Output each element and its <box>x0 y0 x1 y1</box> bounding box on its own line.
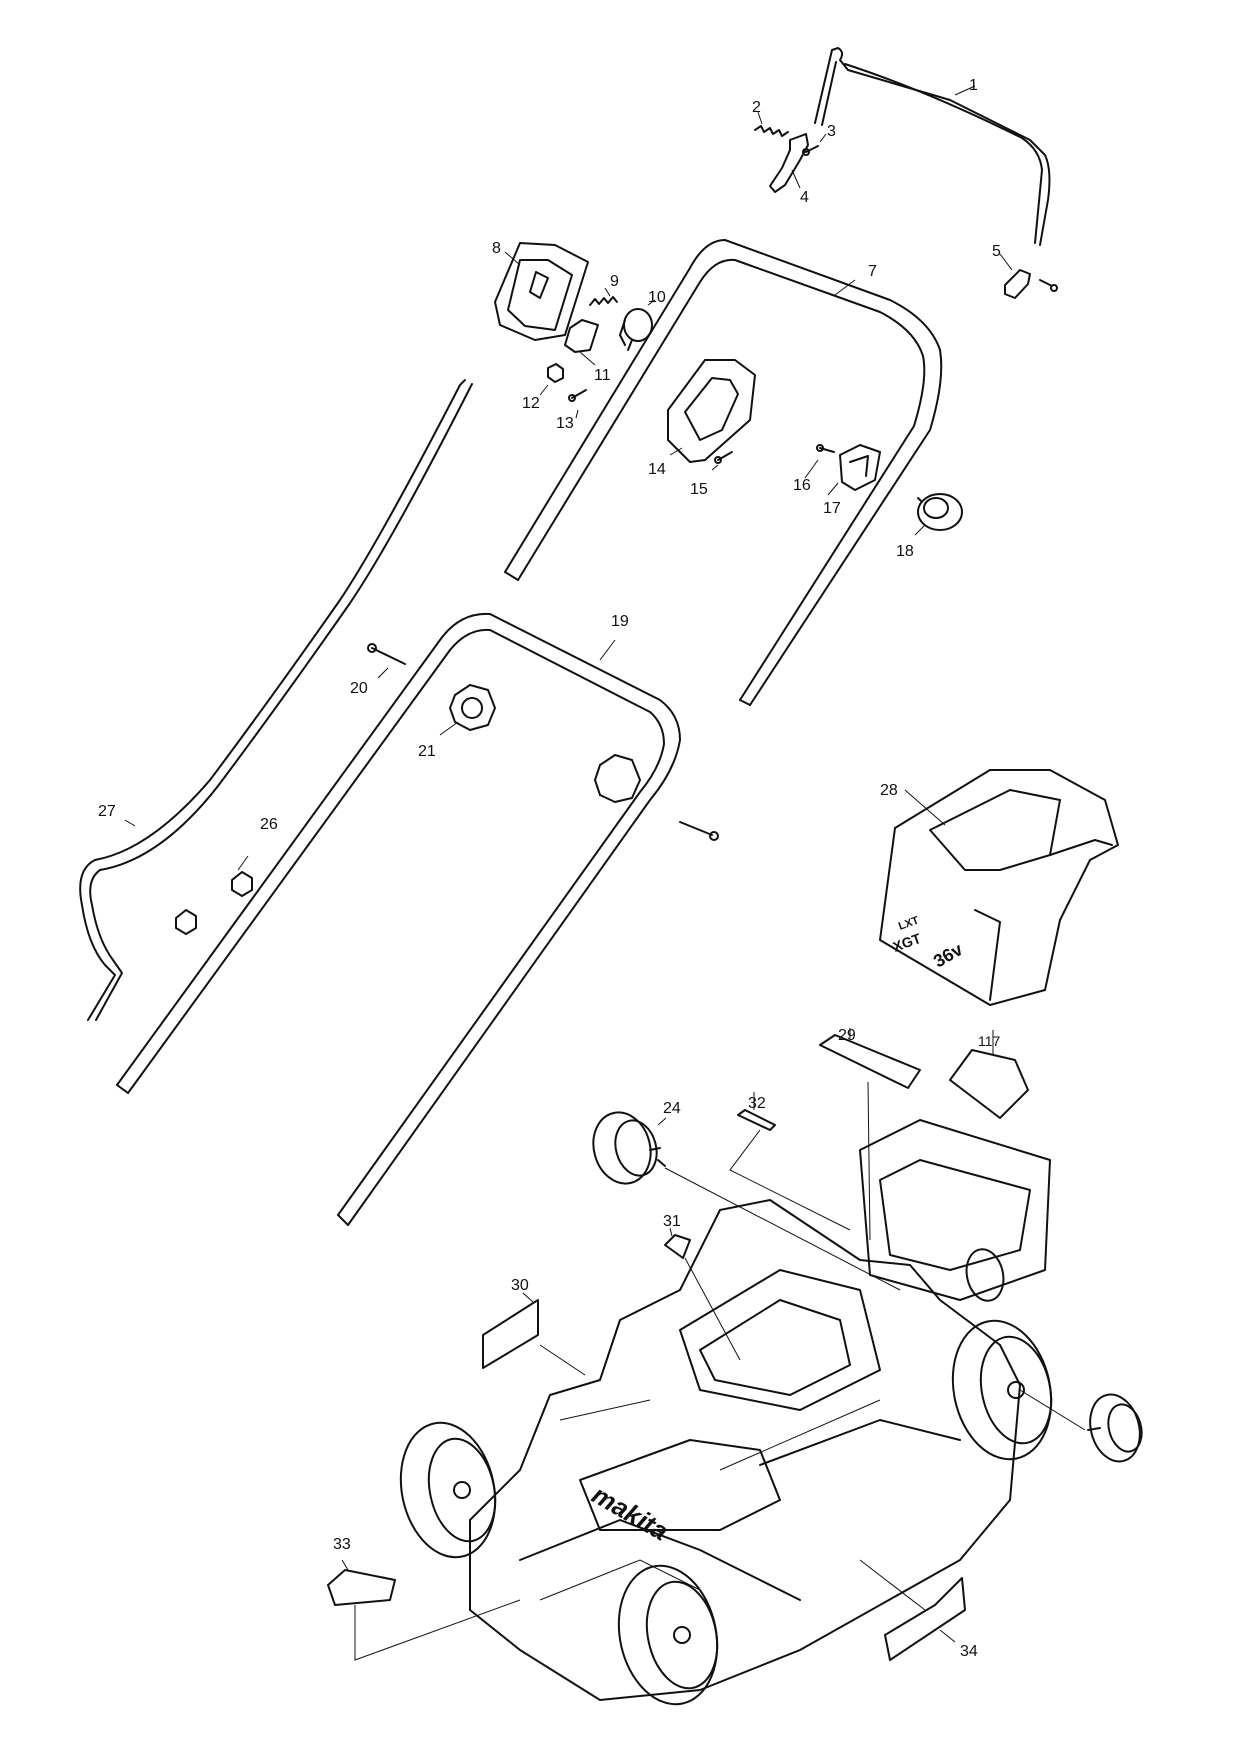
part-5-clip <box>999 253 1058 299</box>
part-17-clamp <box>827 444 881 496</box>
part-14-holder <box>667 359 756 463</box>
part-8-switch-box <box>494 242 589 341</box>
callout-15: 15 <box>690 481 708 498</box>
cover-badge-main: XGT <box>891 930 924 955</box>
callout-29: 29 <box>838 1027 856 1044</box>
callout-33: 33 <box>333 1536 351 1553</box>
part-10-knob <box>619 299 656 351</box>
part-2-spring <box>754 111 789 137</box>
callout-28: 28 <box>880 782 898 799</box>
part-7-upper-handle <box>504 239 943 706</box>
cover-branding: LXT XGT 36v <box>891 914 966 971</box>
callout-32: 32 <box>748 1095 766 1112</box>
callout-7: 7 <box>868 263 877 280</box>
deck-logo: makita <box>587 1479 673 1546</box>
part-117-label <box>949 1030 1029 1119</box>
callout-11: 11 <box>594 367 611 384</box>
part-15-screw <box>711 451 733 471</box>
callout-1: 1 <box>969 77 978 94</box>
callout-labels: 1 2 3 4 5 7 8 9 10 11 12 13 14 15 16 17 … <box>98 77 1001 1660</box>
callout-19: 19 <box>611 613 629 630</box>
callout-13: 13 <box>556 415 574 432</box>
callout-8: 8 <box>492 240 501 257</box>
part-32-label <box>729 1092 851 1231</box>
callout-18: 18 <box>896 543 914 560</box>
wheel-front-left <box>399 1421 497 1559</box>
part-31-label <box>664 1227 741 1361</box>
callout-117: 117 <box>978 1033 1001 1049</box>
wheel-loose-right <box>1019 1389 1143 1463</box>
callout-24: 24 <box>663 1100 681 1117</box>
part-20-bolt <box>367 643 406 679</box>
mower-deck <box>469 1119 1051 1701</box>
part-19-lower-handle <box>116 612 681 1226</box>
part-11-bracket <box>564 319 599 366</box>
part-27-cable <box>79 379 473 1021</box>
part-1-bail-handle <box>814 47 1051 246</box>
callout-10: 10 <box>648 289 666 306</box>
part-12-nut <box>539 363 564 396</box>
part-34-label <box>859 1559 966 1661</box>
callout-5: 5 <box>992 243 1001 260</box>
callout-4: 4 <box>800 189 809 206</box>
part-13-screw <box>568 389 587 419</box>
part-30-label <box>482 1292 586 1376</box>
wheel-front-right <box>617 1564 719 1706</box>
callout-12: 12 <box>522 395 540 412</box>
callout-30: 30 <box>511 1277 529 1294</box>
knob-right-upper <box>594 754 641 803</box>
part-28-battery-cover <box>879 769 1119 1006</box>
callout-2: 2 <box>752 99 761 116</box>
callout-14: 14 <box>648 461 666 478</box>
callout-26: 26 <box>260 816 278 833</box>
part-9-spring <box>589 287 618 306</box>
callout-21: 21 <box>418 743 436 760</box>
part-16-screw <box>804 444 835 479</box>
part-26-nut <box>231 855 253 897</box>
part-33-label <box>327 1559 521 1661</box>
part-4-switch-lever <box>769 133 809 193</box>
part-29-label <box>819 1028 921 1241</box>
cover-voltage: 36v <box>930 939 966 971</box>
part-18-cap <box>914 493 963 536</box>
bolt-right-lower <box>679 821 719 841</box>
part-21-knob <box>439 684 496 736</box>
wheel-rear-right <box>951 1319 1053 1461</box>
callout-34: 34 <box>960 1643 978 1660</box>
callout-27: 27 <box>98 803 116 820</box>
makita-logo: makita <box>587 1479 673 1546</box>
callout-17: 17 <box>823 500 841 517</box>
callout-16: 16 <box>793 477 811 494</box>
callout-3: 3 <box>827 123 836 140</box>
callout-20: 20 <box>350 680 368 697</box>
nut-lower <box>175 909 197 935</box>
wheel-rear-left-hub <box>965 1248 1005 1302</box>
callout-31: 31 <box>663 1213 681 1230</box>
callout-9: 9 <box>610 273 619 290</box>
part-24-wheel <box>592 1111 901 1291</box>
